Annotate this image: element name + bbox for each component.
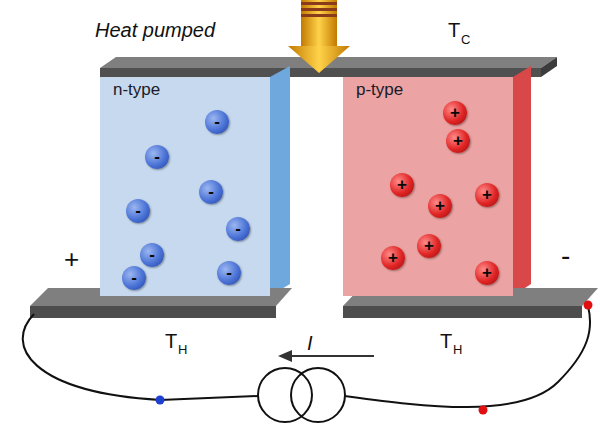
temperature-symbol: T (165, 331, 177, 351)
current-arrowhead (278, 350, 292, 362)
p-leg-side (513, 66, 531, 296)
charge-sign: + (435, 197, 445, 214)
heat-arrow-stripe (301, 2, 337, 5)
heat-label: Heat pumped (95, 20, 215, 40)
hole-charge: + (443, 101, 467, 125)
electron-charge: - (226, 217, 250, 241)
electron-charge: - (122, 266, 146, 290)
hole-charge: + (390, 173, 414, 197)
current-source-symbol (291, 368, 345, 422)
terminal-sign: + (64, 246, 79, 272)
temperature-symbol: T (440, 331, 452, 351)
n-leg-side (270, 66, 290, 296)
current-label: I (307, 333, 313, 353)
charge-sign: + (482, 186, 492, 203)
charge-sign: - (226, 264, 232, 281)
charge-sign: - (154, 148, 160, 165)
temperature-subscript: C (461, 33, 470, 46)
terminal-sign: - (561, 242, 570, 270)
charge-sign: + (388, 249, 398, 266)
temperature-subscript: H (453, 343, 462, 356)
electron-charge: - (140, 243, 164, 267)
electron-charge: - (126, 199, 150, 223)
p-type-leg: p-type + + + + + + + + (343, 77, 513, 296)
charge-sign: + (482, 264, 492, 281)
charge-sign: + (397, 176, 407, 193)
heat-arrow-head (288, 46, 350, 73)
hole-charge: + (446, 129, 470, 153)
hole-charge: + (475, 261, 499, 285)
charge-sign: - (135, 202, 141, 219)
left-bottom-plate-edge (30, 306, 276, 318)
right-bottom-plate-edge (343, 306, 582, 318)
wire-dot (479, 406, 488, 415)
current-arrow (290, 355, 374, 357)
current-source-symbol (258, 368, 312, 422)
electron-charge: - (217, 261, 241, 285)
top-plate-end (541, 57, 557, 77)
hole-charge: + (475, 183, 499, 207)
charge-sign: + (450, 104, 460, 121)
electron-charge: - (205, 110, 229, 134)
charge-sign: - (214, 113, 220, 130)
charge-sign: - (149, 246, 155, 263)
leg-label: n-type (113, 81, 160, 98)
wire-left (23, 314, 258, 400)
heat-arrow-stripe (301, 8, 337, 11)
heat-arrow-stripe (301, 14, 337, 17)
temperature-symbol: T (448, 20, 460, 40)
charge-sign: - (235, 220, 241, 237)
charge-sign: + (453, 132, 463, 149)
wire-dot (156, 396, 165, 405)
hole-charge: + (428, 194, 452, 218)
charge-sign: - (131, 269, 137, 286)
wire-right (345, 306, 590, 407)
temperature-subscript: H (178, 343, 187, 356)
electron-charge: - (199, 180, 223, 204)
electron-charge: - (145, 145, 169, 169)
hole-charge: + (381, 246, 405, 270)
hole-charge: + (417, 234, 441, 258)
leg-label: p-type (356, 81, 403, 98)
charge-sign: + (424, 237, 434, 254)
wire-dot (584, 301, 593, 310)
heat-arrow-shaft (301, 0, 337, 46)
charge-sign: - (208, 183, 214, 200)
n-type-leg: n-type-------- (100, 77, 270, 296)
